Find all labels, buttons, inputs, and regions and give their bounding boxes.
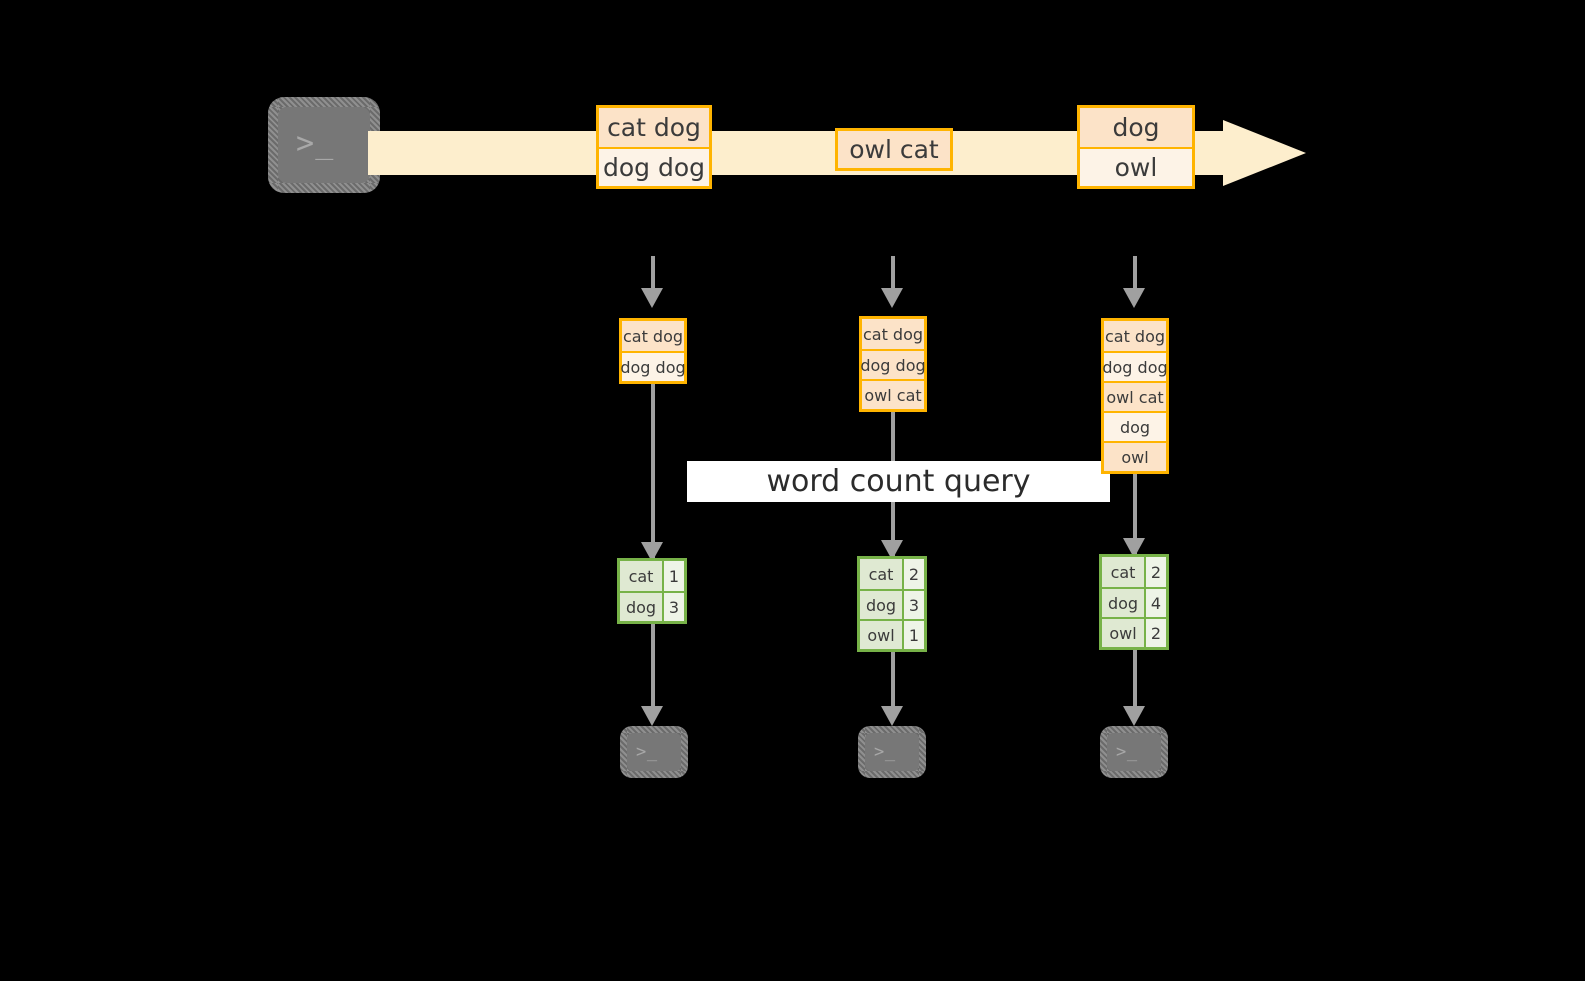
col2-result-count: 1 [902, 621, 924, 649]
col1-query-connector [651, 382, 655, 562]
col1-result-word: dog [620, 593, 662, 621]
table-row: cat 2 [860, 559, 924, 589]
col3-sink-connector [1133, 650, 1137, 714]
col1-input-table: cat dog dog dog [619, 318, 687, 384]
terminal-prompt-glyph: >_ [636, 742, 658, 762]
col1-input-row: cat dog [622, 321, 684, 351]
col2-result-word: cat [860, 559, 902, 589]
col1-dashed-connector [651, 256, 655, 294]
table-row: dog 3 [620, 591, 684, 621]
terminal-prompt-glyph: >_ [1116, 742, 1138, 762]
terminal-screen [627, 733, 681, 771]
col3-result-word: cat [1102, 557, 1144, 587]
col1-sink-arrowhead [641, 706, 663, 726]
query-label: word count query [766, 464, 1031, 499]
col3-input-row: cat dog [1104, 321, 1166, 351]
terminal-prompt-glyph: >_ [874, 742, 896, 762]
col3-query-arrowhead [1123, 538, 1145, 558]
col2-dashed-connector [891, 256, 895, 294]
table-row: owl 2 [1102, 617, 1166, 647]
col3-sink-arrowhead [1123, 706, 1145, 726]
col2-query-arrowhead [881, 540, 903, 560]
col2-result-count: 3 [902, 591, 924, 619]
col3-result-table: cat 2 dog 4 owl 2 [1099, 554, 1169, 650]
col3-query-connector [1133, 474, 1137, 560]
col1-result-count: 1 [662, 561, 684, 591]
table-row: owl 1 [860, 619, 924, 649]
col3-input-row: dog dog [1102, 351, 1168, 381]
table-row: dog 4 [1102, 587, 1166, 617]
col2-result-word: owl [860, 621, 902, 649]
stream-record-2-line-1: owl cat [838, 131, 950, 168]
col3-result-word: dog [1102, 589, 1144, 617]
col2-input-row: owl cat [862, 379, 924, 409]
col2-result-count: 2 [902, 559, 924, 589]
query-label-band: word count query [687, 461, 1110, 502]
col1-result-table: cat 1 dog 3 [617, 558, 687, 624]
stream-record-1-line-1: cat dog [599, 108, 709, 147]
col2-input-row: dog dog [860, 349, 926, 379]
col2-sink-terminal-icon: >_ [858, 726, 926, 778]
table-row: cat 1 [620, 561, 684, 591]
col1-result-count: 3 [662, 593, 684, 621]
col3-dashed-connector [1133, 256, 1137, 294]
col3-result-count: 2 [1144, 557, 1166, 587]
col2-dashed-arrowhead [881, 288, 903, 308]
col2-result-word: dog [860, 591, 902, 619]
col2-sink-arrowhead [881, 706, 903, 726]
terminal-prompt-glyph: >_ [296, 126, 335, 161]
table-row: cat 2 [1102, 557, 1166, 587]
col1-result-word: cat [620, 561, 662, 591]
stream-record-3-line-1: dog [1080, 108, 1192, 147]
col3-sink-terminal-icon: >_ [1100, 726, 1168, 778]
col3-result-count: 4 [1144, 589, 1166, 617]
col3-input-row: owl cat [1104, 381, 1166, 411]
col2-sink-connector [891, 652, 895, 714]
terminal-screen [1107, 733, 1161, 771]
stream-record-1: cat dog dog dog [596, 105, 712, 189]
col3-result-count: 2 [1144, 619, 1166, 647]
col3-input-row: dog [1104, 411, 1166, 441]
table-row: dog 3 [860, 589, 924, 619]
col1-sink-connector [651, 622, 655, 714]
stream-record-1-line-2: dog dog [599, 147, 709, 186]
terminal-screen [278, 107, 370, 183]
source-terminal-icon: >_ [268, 97, 380, 193]
col2-input-table: cat dog dog dog owl cat [859, 316, 927, 412]
col1-query-arrowhead [641, 542, 663, 562]
col1-dashed-arrowhead [641, 288, 663, 308]
col3-dashed-arrowhead [1123, 288, 1145, 308]
terminal-screen [865, 733, 919, 771]
col3-input-row: owl [1104, 441, 1166, 471]
col2-input-row: cat dog [862, 319, 924, 349]
col3-result-word: owl [1102, 619, 1144, 647]
col3-input-table: cat dog dog dog owl cat dog owl [1101, 318, 1169, 474]
stream-arrow-head [1223, 120, 1306, 186]
col2-result-table: cat 2 dog 3 owl 1 [857, 556, 927, 652]
stream-record-3: dog owl [1077, 105, 1195, 189]
stream-record-2: owl cat [835, 128, 953, 171]
col1-sink-terminal-icon: >_ [620, 726, 688, 778]
stream-record-3-line-2: owl [1080, 147, 1192, 186]
col1-input-row: dog dog [620, 351, 686, 381]
